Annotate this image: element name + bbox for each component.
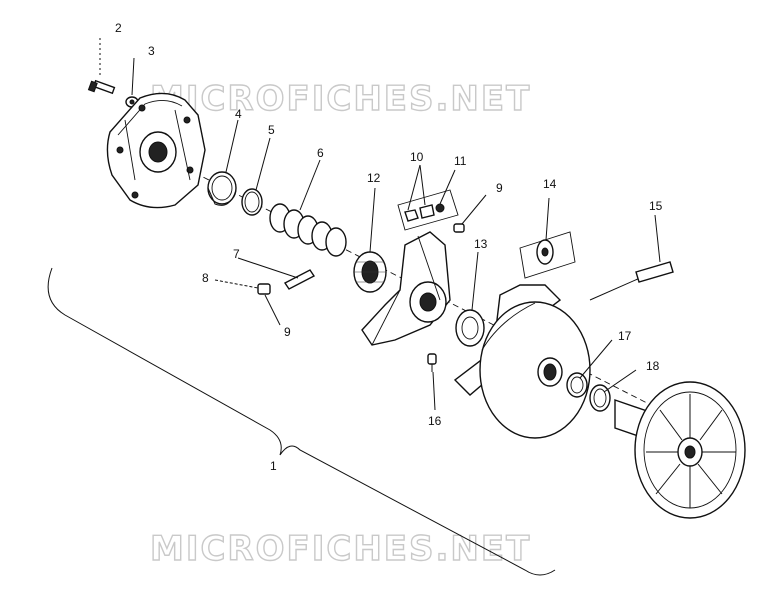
spider-arm-assembly (361, 231, 451, 346)
watermark-top: MICROFICHES.NET (150, 79, 531, 119)
pin-part-15 (589, 261, 674, 301)
callout-17: 17 (618, 329, 632, 343)
bushing-part-4 (207, 171, 237, 206)
pin-part-7 (283, 269, 316, 290)
screw-part-8 (214, 279, 271, 295)
moveable-sheave (453, 284, 591, 439)
clip-part-14 (519, 231, 576, 279)
center-axis (149, 149, 701, 431)
callout-18: 18 (646, 359, 660, 373)
bushing-part-17 (566, 372, 588, 398)
callout-10: 10 (410, 150, 424, 164)
callout-4: 4 (235, 107, 242, 121)
nuts-part-10 (397, 189, 459, 231)
callout-9-upper: 9 (496, 181, 503, 195)
callout-16: 16 (428, 414, 442, 428)
fitting-part-9-upper (453, 223, 465, 233)
callout-13: 13 (474, 237, 488, 251)
callout-15: 15 (649, 199, 663, 213)
callout-11: 11 (454, 154, 467, 168)
callout-8: 8 (202, 271, 209, 285)
watermark-bottom: MICROFICHES.NET (150, 529, 531, 569)
callout-1: 1 (270, 459, 277, 473)
screw-part-16 (427, 353, 437, 372)
fixed-sheave (614, 381, 746, 519)
roller-part-12 (353, 251, 387, 293)
callout-12: 12 (367, 171, 381, 185)
callout-2: 2 (115, 21, 122, 35)
assembly-bracket (47, 267, 556, 576)
callout-3: 3 (148, 44, 155, 58)
spring-part-6 (269, 203, 347, 257)
bushing-part-18 (589, 384, 611, 412)
drive-cover-plate (106, 92, 206, 209)
leader-lines (131, 57, 661, 411)
callout-9-lower: 9 (284, 325, 291, 339)
bolt-part-2 (87, 38, 116, 95)
callout-6: 6 (317, 146, 324, 160)
callout-5: 5 (268, 123, 275, 137)
washer-part-13 (455, 309, 485, 347)
callout-14: 14 (543, 177, 557, 191)
callout-7: 7 (233, 247, 240, 261)
snap-ring-part-5 (241, 188, 263, 216)
